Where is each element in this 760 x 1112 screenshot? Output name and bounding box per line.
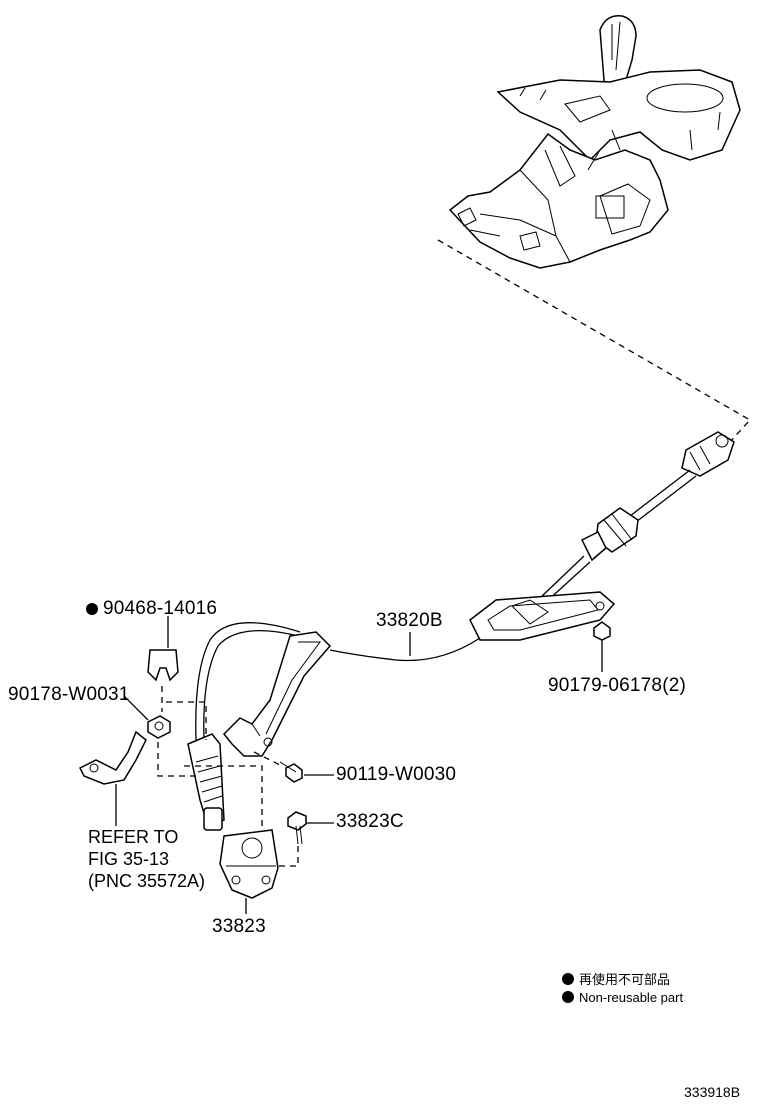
- refer-note-line3: (PNC 35572A): [88, 871, 206, 891]
- legend-marker-icon: [562, 973, 574, 985]
- leader-90178: [123, 695, 149, 721]
- part-label-90179: 90179-06178(2): [548, 675, 687, 696]
- connector-cable-to-bracket: [184, 765, 263, 830]
- legend-en: Non-reusable part: [562, 990, 683, 1005]
- nut-90178: [147, 715, 171, 739]
- refer-note: REFER TO FIG 35-13 (PNC 35572A): [88, 826, 205, 892]
- part-label-90119: 90119-W0030: [336, 764, 457, 785]
- legend-en-text: Non-reusable part: [579, 990, 684, 1005]
- diagram-code: 333918B: [684, 1084, 741, 1100]
- part-label-33823C: 33823C: [336, 811, 404, 832]
- part-label-33823: 33823: [212, 916, 266, 937]
- bolt-33823C: [287, 811, 307, 845]
- bolt-90119: [279, 761, 303, 783]
- legend-marker-icon: [562, 991, 574, 1003]
- part-label-90468: 90468-14016: [86, 598, 217, 620]
- non-reusable-marker-icon: [86, 603, 98, 615]
- shift-lever-assembly: [448, 15, 741, 269]
- bracket-33823: [219, 829, 279, 899]
- clip-90468: [147, 649, 179, 682]
- nut-90179: [593, 621, 611, 641]
- shift-cable-33820B: [187, 431, 735, 831]
- legend-jp-text: 再使用不可部品: [579, 972, 671, 987]
- part-label-90178: 90178-W0031: [8, 684, 130, 705]
- connector-dashed-assembly-to-cable: [437, 239, 752, 445]
- connector-clip-to-cable: [161, 686, 207, 740]
- connector-bolt-90119: [253, 751, 283, 767]
- connector-bolt-33823C: [276, 846, 299, 867]
- bracket-refer-35-13: [78, 730, 147, 785]
- part-label-33820B: 33820B: [376, 610, 443, 631]
- connector-nut-to-cable: [157, 742, 196, 777]
- refer-note-line1: REFER TO: [88, 827, 179, 847]
- refer-note-line2: FIG 35-13: [88, 849, 170, 869]
- legend-jp: 再使用不可部品: [562, 969, 670, 988]
